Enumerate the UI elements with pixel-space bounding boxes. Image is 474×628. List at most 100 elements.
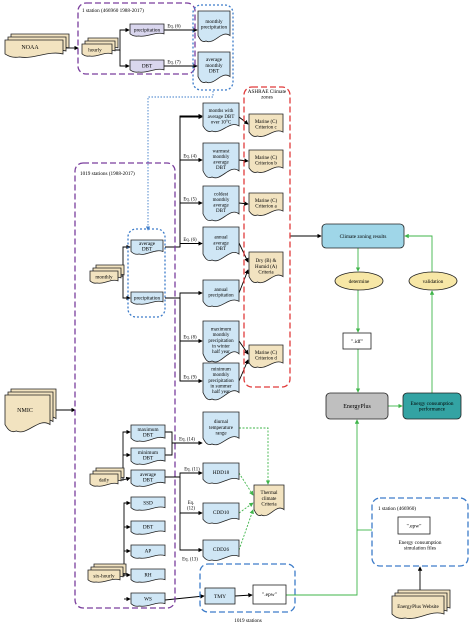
diurnal-label-line: range: [215, 431, 227, 436]
nmic-label-line: NMIC: [17, 408, 33, 414]
indicator-4-label-line: annual: [214, 288, 228, 293]
energyplus-box: [325, 392, 389, 420]
daily-min-dbt-doc: [130, 447, 166, 465]
daily-avg-dbt-doc: [130, 469, 166, 487]
tmy-epw-label-line: ".epw": [262, 592, 277, 598]
energy-perf-label-line: performance: [419, 406, 446, 413]
indicator-3-doc: [202, 226, 240, 262]
criterion-2-label-line: Criterion a: [255, 205, 277, 210]
energyplus-label: EnergyPlus: [343, 404, 371, 410]
indicator-3-label-line: DBT: [216, 247, 226, 252]
sim-epw-box: [397, 516, 431, 535]
daily-to-avg: [122, 476, 131, 482]
daily-min-dbt-label-line: minimum: [138, 450, 158, 456]
six-hourly-ssd-label-line: SSD: [143, 500, 153, 506]
eq11-label-line: Eq. (11): [184, 468, 200, 473]
avg-to-hdd: [165, 470, 203, 478]
indicator-6-label-line: minimum: [211, 368, 231, 373]
hdd18-label-line: HDD18: [213, 470, 230, 476]
hourly-source: [81, 43, 113, 57]
criterion-1-label-line: Criterion b: [255, 162, 277, 167]
avgdbt-to-months-over10: [165, 113, 203, 248]
daily-label-line: daily: [99, 477, 110, 483]
climate-zoning-label-line: Climate zoning results: [340, 234, 387, 240]
eq11-label: Eq. (11): [184, 468, 200, 473]
precipitation-label-top-line: precipitation: [134, 27, 161, 33]
idf-label-line: ".idf": [351, 338, 363, 345]
indicator-5-doc: [202, 320, 240, 363]
energyplus-website-source: [391, 595, 445, 619]
daily-max-dbt-label-line: maximum: [137, 427, 158, 433]
indicator-2-eq-line: Eq. (5): [183, 198, 197, 203]
daily-min-dbt-label-line: DBT: [143, 456, 154, 462]
dbt-label-top: DBT: [142, 63, 153, 69]
nmic-label: NMIC: [17, 408, 33, 414]
six-hourly-ws-label-line: WS: [144, 596, 152, 602]
criterion-2-doc: [248, 192, 284, 216]
indicator-3-eq: Eq. (6): [183, 238, 197, 243]
monthly-precip-label-line: monthly: [205, 19, 223, 25]
monthly-precip-label-line: precipitation: [134, 295, 161, 301]
ashrae-title-line: zones: [261, 95, 273, 101]
criterion-0-label-line: Criterion c: [255, 126, 277, 131]
tmy-epw-label: ".epw": [262, 592, 277, 598]
criterion-4-label-line: Marine (C): [255, 351, 278, 356]
criterion-0-label: Marine (C)Criterion c: [255, 120, 278, 131]
eq6-top-label-line: Eq. (6): [167, 25, 181, 30]
tmy-label-line: TMY: [214, 594, 226, 600]
eq7-top-label-line: Eq. (7): [167, 61, 181, 66]
precipitation-doc-top: [129, 23, 165, 37]
indicator-1-label-line: DBT: [216, 166, 226, 171]
monthly-source: [89, 270, 119, 284]
eq12-label: Eq.(12): [187, 501, 195, 511]
criterion-1-label-line: Marine (C): [255, 156, 278, 161]
idf-label: ".idf": [351, 338, 363, 345]
indicator-2-label-line: DBT: [216, 209, 226, 214]
indicator-2-eq: Eq. (5): [183, 198, 197, 203]
avg-monthly-dbt-doc: [197, 51, 231, 84]
monthly-avg-dbt-doc: [130, 239, 164, 255]
eq13-label: Eq. (13): [182, 558, 198, 563]
sim-epw-label: ".epw": [406, 523, 421, 529]
hourly-to-precip: [112, 27, 130, 51]
indicator-2-label-line: coldest: [214, 192, 229, 197]
indicator-3-label-line: average: [213, 241, 229, 246]
criterion-4-doc: [248, 344, 284, 368]
thermal-criteria-doc: [253, 484, 285, 517]
indicator-0-label-line: average DBT: [208, 115, 235, 120]
eq13-label-line: Eq. (13): [182, 558, 198, 563]
idf-box: [342, 332, 372, 350]
energyplus-website-label-line: EnergyPlus Website: [397, 604, 439, 610]
tmy-epw-box: [252, 584, 287, 605]
tmy-box: [204, 587, 236, 605]
indicator-1-doc: [202, 142, 240, 179]
energy-perf-label-line: Energy consumption: [411, 401, 454, 407]
monthly-label: monthly: [95, 274, 113, 280]
indicator-6-label-line: in summer: [210, 384, 232, 389]
hourly-label-line: hourly: [88, 47, 102, 53]
eq14-label: Eq. (14): [179, 438, 195, 443]
indicator-6-label-line: precipitation: [208, 379, 234, 384]
nmic-source: [4, 394, 51, 433]
criterion-3-label: Dry (B) &Humid (A)Criteria: [255, 259, 277, 275]
monthly-precip-doc: [130, 291, 164, 305]
daily-avg-dbt-label-line: DBT: [143, 478, 154, 484]
criterion-4-label-line: Criterion d: [255, 357, 277, 362]
indicator-1-label-line: warmest: [213, 149, 231, 154]
sim-caption-line: Energy consumption: [399, 540, 442, 546]
noaa-label: NOAA: [21, 45, 39, 51]
indicator-6-eq-line: Eq. (9): [183, 376, 197, 381]
criterion-4-label: Marine (C)Criterion d: [255, 351, 278, 362]
top-output-group: [192, 4, 234, 91]
cdd10-to-thermal: [238, 502, 254, 514]
ashrae-title-line: ASHRAE Climate: [248, 89, 287, 95]
six-hourly-rh-label: RH: [144, 572, 151, 578]
precip-to-indicator-4: [165, 290, 203, 299]
daily-max-dbt-label-line: DBT: [143, 433, 154, 439]
top-station-group: [77, 2, 196, 75]
indicator-5-eq: Eq. (8): [183, 336, 197, 341]
